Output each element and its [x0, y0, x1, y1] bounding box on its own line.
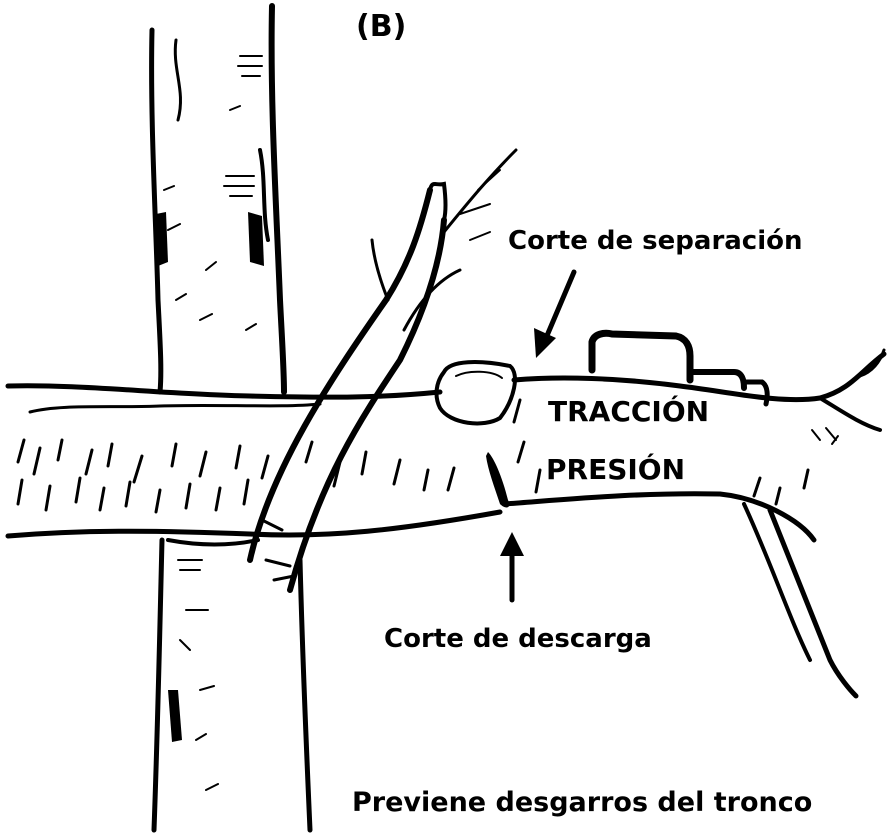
trunk-lower-shading	[168, 690, 182, 742]
branch-stub	[437, 362, 515, 423]
trunk-upper	[152, 6, 284, 392]
arrow-to-release-cut	[500, 532, 524, 600]
arrow-to-separation-cut	[534, 272, 574, 358]
trunk-lower	[154, 540, 310, 830]
label-release-cut: Corte de descarga	[384, 626, 652, 652]
branch-body	[8, 386, 500, 536]
twig	[250, 150, 516, 590]
figure-caption: Previene desgarros del tronco	[352, 789, 812, 816]
panel-label: (B)	[356, 12, 406, 42]
release-cut-mark	[486, 452, 509, 507]
label-traction: TRACCIÓN	[548, 398, 709, 426]
trunk-shading	[156, 212, 264, 266]
label-separation-cut: Corte de separación	[508, 228, 803, 254]
label-pressure: PRESIÓN	[546, 456, 685, 484]
